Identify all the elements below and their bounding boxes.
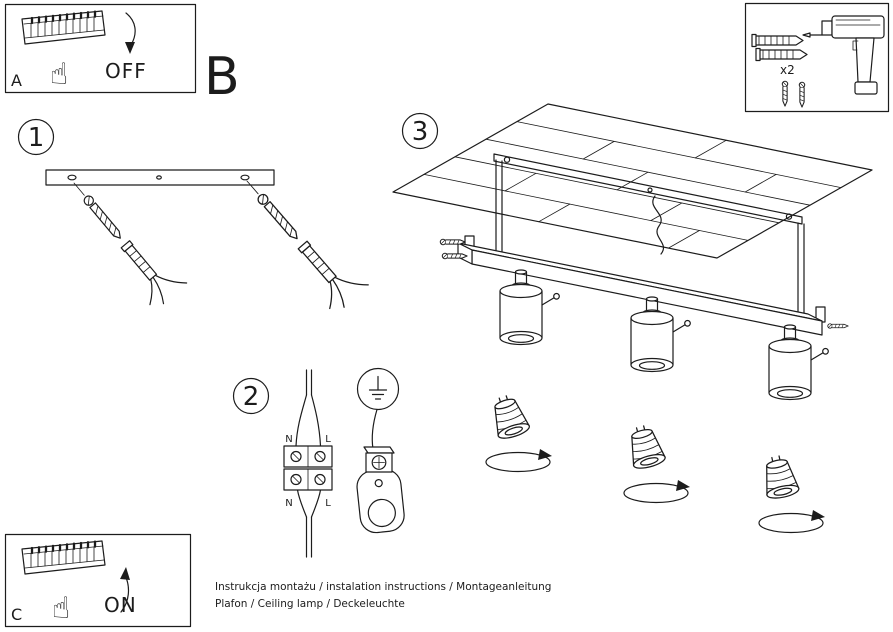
mounting-bracket (356, 468, 405, 534)
ground-symbol-icon (356, 367, 400, 411)
footer-product-line: Plafon / Ceiling lamp / Deckeleuchte (215, 598, 405, 610)
panel-letter-a: A (11, 71, 22, 90)
gu10-bulb-icon (486, 391, 532, 442)
screw-icon (781, 80, 789, 107)
off-label: OFF (105, 59, 147, 83)
step1-badge: 1 (17, 118, 55, 156)
step2-number: 2 (243, 382, 260, 412)
step3: 3 (392, 103, 873, 534)
supply-cable (295, 369, 322, 558)
rotation-arrow-icon (623, 479, 691, 504)
mounting-bar (45, 169, 275, 186)
wire-label-l-bottom: L (325, 498, 331, 509)
screw-anchor-icon (58, 168, 188, 312)
power-on-panel: ☝ ON C (4, 533, 192, 628)
dowel-count-label: x2 (780, 63, 795, 77)
power-off-panel: ☝ OFF A (4, 3, 197, 94)
wall-plug-icon (755, 47, 808, 62)
spotlight (499, 269, 560, 346)
tools-panel: x2 (744, 2, 890, 113)
gu10-bulb-icon (758, 452, 801, 502)
ground-wire (371, 408, 378, 450)
hand-icon: ☝ (50, 57, 68, 92)
step3-badge: 3 (401, 112, 439, 150)
on-label: ON (104, 593, 137, 617)
hanger-strap (495, 159, 805, 318)
panel-letter-c: C (11, 605, 22, 624)
step2: 2 N L N L (232, 367, 405, 558)
mounting-rail (439, 235, 849, 336)
wall-plug-icon (751, 33, 804, 48)
step3-number: 3 (412, 117, 429, 147)
footer-instructions-line: Instrukcja montażu / instalation instruc… (215, 581, 551, 593)
arrow-up-icon (120, 567, 130, 613)
rotation-arrow-icon (485, 448, 553, 473)
step1: 1 (17, 118, 370, 316)
spotlight (768, 324, 829, 401)
ceiling-panel (392, 103, 873, 259)
hand-icon: ☝ (52, 591, 70, 626)
screw-icon (441, 252, 468, 260)
screw-anchor-icon (230, 165, 370, 316)
step1-number: 1 (28, 123, 45, 153)
power-wire (652, 195, 664, 255)
screw-icon (798, 81, 806, 108)
screw-icon (439, 238, 466, 246)
drill-icon (802, 15, 885, 95)
rotation-arrow-icon (758, 509, 826, 534)
wire-label-l-top: L (325, 434, 331, 445)
wire-label-n-bottom: N (285, 498, 292, 509)
spotlight (630, 296, 691, 373)
screw-icon (827, 323, 849, 329)
gu10-bulb-icon (623, 422, 668, 472)
ground-connector (363, 446, 395, 473)
mounting-strip (493, 153, 803, 225)
section-letter-b: B (204, 47, 240, 107)
arrow-down-icon (125, 12, 136, 54)
terminal-block (283, 445, 333, 491)
step2-badge: 2 (232, 377, 270, 415)
wire-label-n-top: N (285, 434, 292, 445)
